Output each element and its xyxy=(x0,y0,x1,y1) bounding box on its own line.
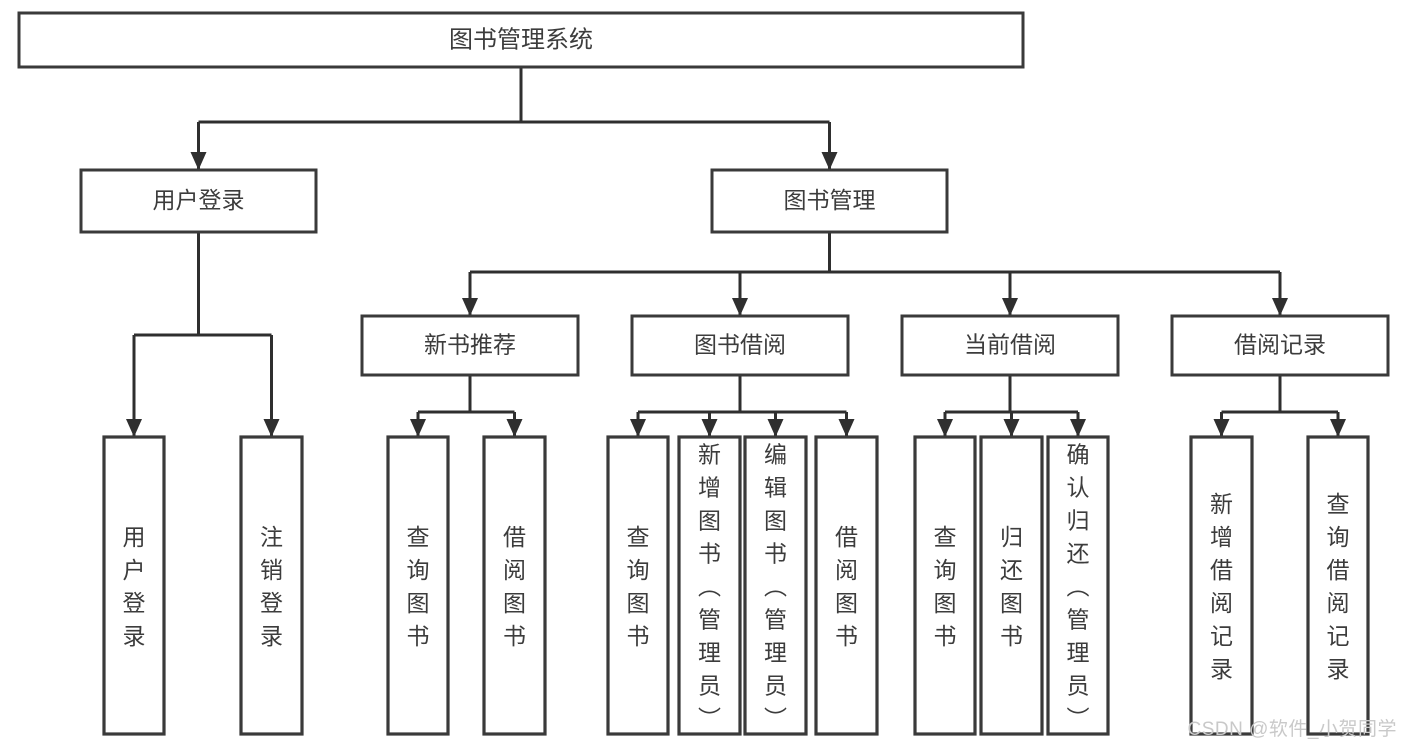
nodes-layer: 图书管理系统用户登录图书管理新书推荐图书借阅当前借阅借阅记录用户登录注销登录查询… xyxy=(17,11,1390,736)
node-box xyxy=(979,435,1044,736)
node-leaf-borrow-book-2[interactable]: 借阅图书 xyxy=(814,435,879,736)
node-label: 确认归还︵管理员︶ xyxy=(1067,442,1090,732)
node-label: 归还图书 xyxy=(1000,524,1023,649)
node-label: 借阅记录 xyxy=(1234,332,1326,358)
node-leaf-logout[interactable]: 注销登录 xyxy=(239,435,304,736)
node-box xyxy=(102,435,166,736)
node-label: 查询图书 xyxy=(407,524,430,649)
arrow-head xyxy=(190,152,207,170)
arrow-head xyxy=(838,419,855,437)
node-book-manage[interactable]: 图书管理 xyxy=(710,168,949,234)
node-leaf-query-book-2[interactable]: 查询图书 xyxy=(606,435,670,736)
node-box xyxy=(1170,314,1390,377)
node-label: 用户登录 xyxy=(153,187,245,213)
node-box xyxy=(913,435,977,736)
node-box xyxy=(482,435,547,736)
node-book-borrow[interactable]: 图书借阅 xyxy=(630,314,850,377)
node-box xyxy=(677,435,742,736)
node-label: 查询图书 xyxy=(627,524,650,649)
node-user-login[interactable]: 用户登录 xyxy=(79,168,318,234)
node-label: 图书借阅 xyxy=(694,332,786,358)
arrow-head xyxy=(1070,419,1086,437)
node-borrow-record[interactable]: 借阅记录 xyxy=(1170,314,1390,377)
node-leaf-edit-book[interactable]: 编辑图书︵管理员︶ xyxy=(743,435,808,736)
node-label: 图书管理 xyxy=(784,187,876,213)
arrow-head xyxy=(1003,419,1020,437)
arrow-head xyxy=(630,419,646,437)
node-box xyxy=(606,435,670,736)
arrow-head xyxy=(263,419,280,437)
node-label: 当前借阅 xyxy=(964,332,1056,358)
node-leaf-query-book-1[interactable]: 查询图书 xyxy=(386,435,450,736)
node-box xyxy=(1189,435,1254,736)
arrow-head xyxy=(937,419,953,437)
node-leaf-query-book-3[interactable]: 查询图书 xyxy=(913,435,977,736)
node-label: 借阅图书 xyxy=(503,524,526,649)
node-label: 查询图书 xyxy=(934,524,957,649)
node-box xyxy=(630,314,850,377)
node-leaf-confirm-return[interactable]: 确认归还︵管理员︶ xyxy=(1046,435,1110,736)
node-leaf-borrow-book-1[interactable]: 借阅图书 xyxy=(482,435,547,736)
node-new-book-rec[interactable]: 新书推荐 xyxy=(360,314,580,377)
node-label: 注销登录 xyxy=(260,524,283,649)
node-box xyxy=(900,314,1120,377)
node-label: 编辑图书︵管理员︶ xyxy=(764,442,787,732)
node-root[interactable]: 图书管理系统 xyxy=(17,11,1025,69)
arrow-head xyxy=(506,419,523,437)
node-label: 借阅图书 xyxy=(835,524,858,649)
node-label: 新书推荐 xyxy=(424,332,516,358)
node-box xyxy=(386,435,450,736)
node-current-borrow[interactable]: 当前借阅 xyxy=(900,314,1120,377)
node-leaf-query-record[interactable]: 查询借阅记录 xyxy=(1306,435,1370,736)
node-label: 图书管理系统 xyxy=(449,26,593,53)
node-box xyxy=(1306,435,1370,736)
node-box xyxy=(1046,435,1110,736)
node-box xyxy=(743,435,808,736)
arrow-head xyxy=(410,419,426,437)
node-leaf-user-login[interactable]: 用户登录 xyxy=(102,435,166,736)
arrow-head xyxy=(462,298,478,316)
arrow-head xyxy=(1330,419,1346,437)
arrow-head xyxy=(1272,298,1288,316)
arrow-head xyxy=(821,152,838,170)
arrow-head xyxy=(126,419,142,437)
node-leaf-add-record[interactable]: 新增借阅记录 xyxy=(1189,435,1254,736)
arrow-head xyxy=(1213,419,1230,437)
arrow-head xyxy=(732,298,748,316)
node-box xyxy=(710,168,949,234)
node-label: 新增借阅记录 xyxy=(1210,491,1233,682)
arrow-head xyxy=(767,419,784,437)
node-box xyxy=(79,168,318,234)
node-box xyxy=(239,435,304,736)
arrow-head xyxy=(1002,298,1018,316)
arrow-head xyxy=(701,419,718,437)
node-box xyxy=(814,435,879,736)
node-label: 用户登录 xyxy=(123,524,146,649)
node-leaf-return-book[interactable]: 归还图书 xyxy=(979,435,1044,736)
node-label: 查询借阅记录 xyxy=(1327,491,1350,682)
edges-layer xyxy=(126,67,1346,437)
node-label: 新增图书︵管理员︶ xyxy=(698,442,721,732)
node-box xyxy=(17,11,1025,69)
node-box xyxy=(360,314,580,377)
node-leaf-add-book[interactable]: 新增图书︵管理员︶ xyxy=(677,435,742,736)
